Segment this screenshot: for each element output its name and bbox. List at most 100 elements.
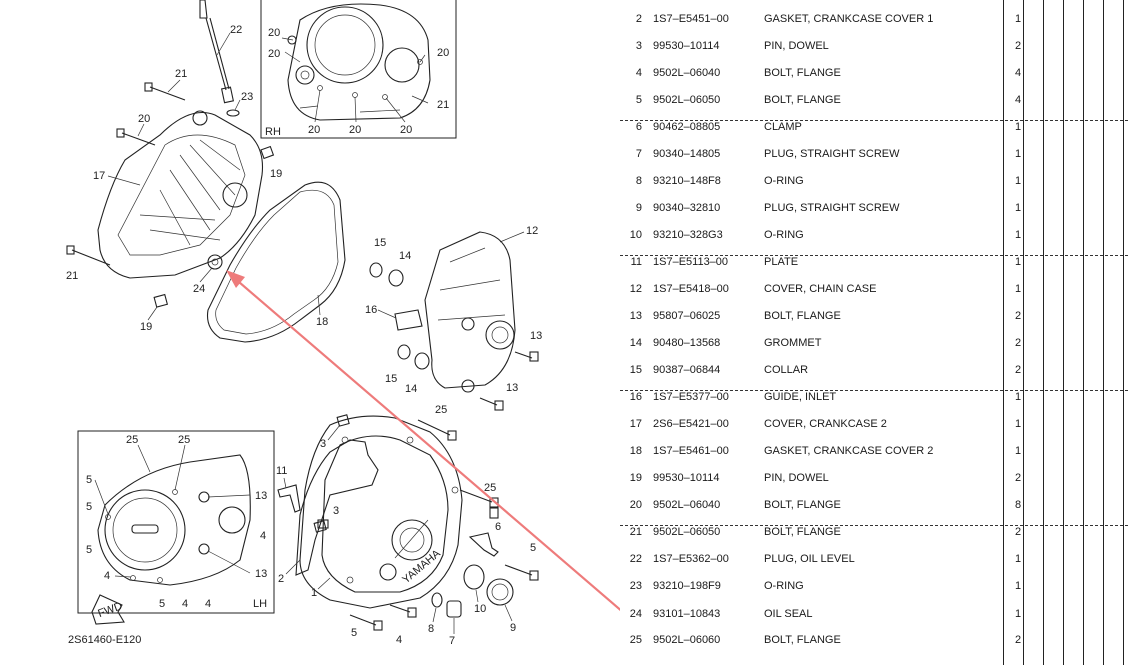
group-separator bbox=[620, 525, 1128, 526]
ref-number: 9 bbox=[635, 202, 642, 214]
group-separator bbox=[620, 120, 1128, 121]
quantity: 1 bbox=[1014, 121, 1022, 133]
callout-7: 7 bbox=[449, 635, 455, 647]
callout-14: 14 bbox=[405, 383, 417, 395]
inset-rh: RH 20 20 20 21 20 20 20 bbox=[260, 0, 457, 139]
callout-23: 23 bbox=[241, 91, 253, 103]
group-separator bbox=[620, 390, 1128, 391]
part-description: COVER, CRANKCASE 2 bbox=[764, 418, 887, 430]
part-number: 9502L–06060 bbox=[653, 634, 721, 646]
table-row: 2 1S7–E5451–00 GASKET, CRANKCASE COVER 1 1 bbox=[620, 6, 1128, 33]
callout-2: 2 bbox=[278, 573, 284, 585]
callout-25: 25 bbox=[435, 404, 447, 416]
callout-5: 5 bbox=[86, 474, 92, 486]
part-description: OIL SEAL bbox=[764, 608, 813, 620]
ref-number: 4 bbox=[635, 67, 642, 79]
callout-5: 5 bbox=[530, 542, 536, 554]
part-number: 1S7–E5418–00 bbox=[653, 283, 729, 295]
quantity: 2 bbox=[1014, 634, 1022, 646]
callout-4: 4 bbox=[260, 530, 266, 542]
part-number: 95807–06025 bbox=[653, 310, 721, 322]
part-number: 9502L–06050 bbox=[653, 526, 721, 538]
quantity: 1 bbox=[1014, 391, 1022, 403]
ref-number: 3 bbox=[635, 40, 642, 52]
part-number: 1S7–E5113–00 bbox=[653, 256, 729, 268]
ref-number: 18 bbox=[629, 445, 642, 457]
quantity: 1 bbox=[1014, 418, 1022, 430]
callout-15: 15 bbox=[374, 237, 386, 249]
ref-number: 16 bbox=[629, 391, 642, 403]
callout-20: 20 bbox=[349, 124, 361, 136]
quantity: 2 bbox=[1014, 364, 1022, 376]
callout-20: 20 bbox=[138, 113, 150, 125]
part-description: PIN, DOWEL bbox=[764, 40, 829, 52]
ref-number: 24 bbox=[629, 608, 642, 620]
ref-number: 6 bbox=[635, 121, 642, 133]
part-number: 1S7–E5451–00 bbox=[653, 13, 729, 25]
part-number: 1S7–E5461–00 bbox=[653, 445, 729, 457]
ref-number: 5 bbox=[635, 94, 642, 106]
part-number: 93210–328G3 bbox=[653, 229, 723, 241]
part-description: PLATE bbox=[764, 256, 799, 268]
callout-11: 11 bbox=[276, 465, 287, 477]
inset-rh-label: RH bbox=[265, 126, 281, 138]
quantity: 1 bbox=[1014, 580, 1022, 592]
column-divider bbox=[1083, 0, 1084, 665]
callout-19: 19 bbox=[270, 168, 282, 180]
callout-24: 24 bbox=[193, 283, 205, 295]
inset-lh: LH 25 25 5 5 5 13 4 13 4 5 4 4 FWD bbox=[77, 430, 275, 625]
part-number: 9502L–06040 bbox=[653, 499, 721, 511]
part-description: GASKET, CRANKCASE COVER 1 bbox=[764, 13, 934, 25]
part-description: O-RING bbox=[764, 229, 804, 241]
callout-5: 5 bbox=[159, 598, 165, 610]
part-description: PLUG, OIL LEVEL bbox=[764, 553, 855, 565]
forward-arrow-icon: FWD bbox=[91, 594, 125, 625]
callout-13: 13 bbox=[255, 490, 267, 502]
ref-number: 19 bbox=[629, 472, 642, 484]
quantity: 1 bbox=[1014, 445, 1022, 457]
quantity: 1 bbox=[1014, 283, 1022, 295]
part-number: 90340–14805 bbox=[653, 148, 721, 160]
quantity: 1 bbox=[1014, 13, 1022, 25]
column-divider bbox=[1023, 0, 1024, 665]
part-description: CLAMP bbox=[764, 121, 802, 133]
callout-16: 16 bbox=[365, 304, 377, 316]
callout-25: 25 bbox=[126, 434, 138, 446]
callout-21: 21 bbox=[66, 270, 78, 282]
part-description: PLUG, STRAIGHT SCREW bbox=[764, 202, 900, 214]
part-number: 93210–148F8 bbox=[653, 175, 721, 187]
quantity: 2 bbox=[1014, 310, 1022, 322]
callout-15: 15 bbox=[385, 373, 397, 385]
ref-number: 2 bbox=[635, 13, 642, 25]
quantity: 2 bbox=[1014, 337, 1022, 349]
quantity: 1 bbox=[1014, 175, 1022, 187]
callout-20: 20 bbox=[268, 27, 280, 39]
part-description: COLLAR bbox=[764, 364, 809, 376]
part-description: PIN, DOWEL bbox=[764, 472, 829, 484]
callout-4: 4 bbox=[396, 634, 402, 646]
callout-25: 25 bbox=[178, 434, 190, 446]
callout-20: 20 bbox=[437, 47, 449, 59]
callout-18: 18 bbox=[316, 316, 328, 328]
diagram-code: 2S61460-E120 bbox=[68, 634, 141, 646]
callout-13: 13 bbox=[255, 568, 267, 580]
callout-20: 20 bbox=[268, 48, 280, 60]
column-divider bbox=[1123, 0, 1124, 665]
part-description: BOLT, FLANGE bbox=[764, 499, 841, 511]
callout-4: 4 bbox=[182, 598, 188, 610]
part-number: 90480–13568 bbox=[653, 337, 721, 349]
part-number: 9502L–06040 bbox=[653, 67, 721, 79]
